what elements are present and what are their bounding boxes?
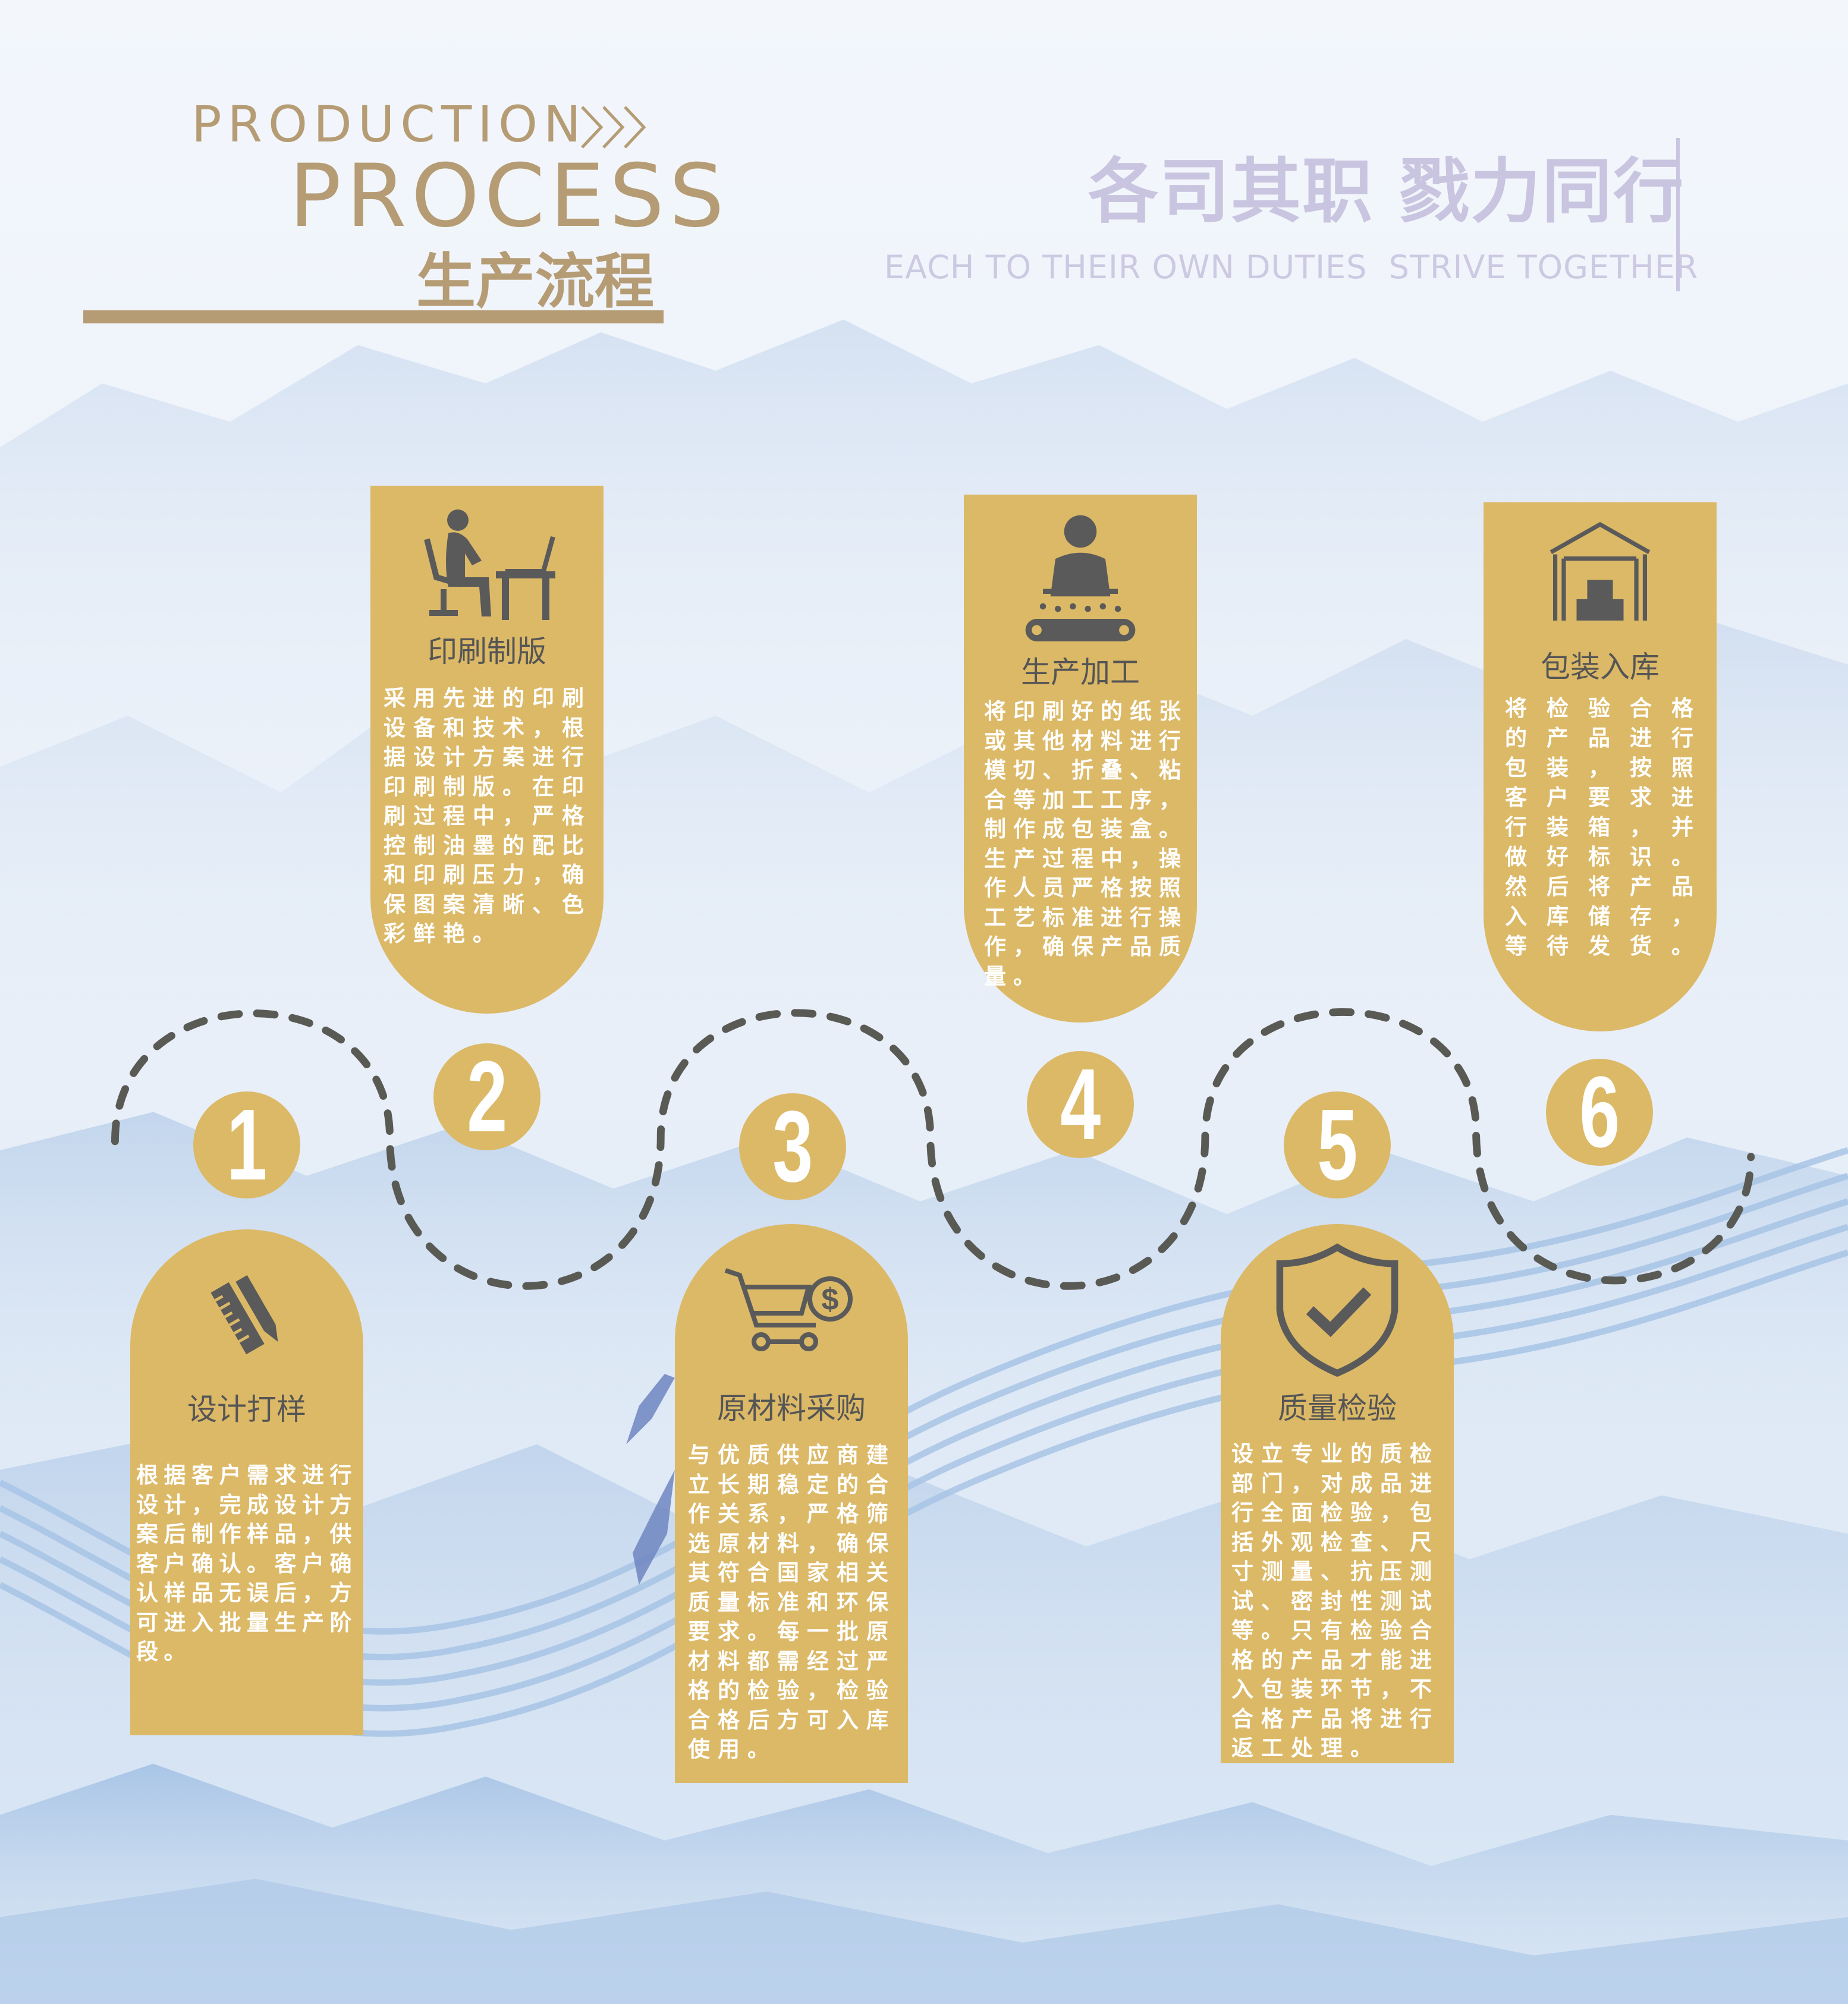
step-card-design-sample: 设计打样 根据客户需求进行设计，完成设计方案后制作样品，供客户确认。客户确认样品… bbox=[130, 1229, 363, 1735]
step-description: 与优质供应商建立长期稳定的合作关系，严格筛选原材料，确保其符合国家相关质量标准和… bbox=[688, 1442, 896, 1762]
shopping-cart-dollar-icon: $ bbox=[724, 1268, 853, 1351]
step-description: 设立专业的质检部门，对成品进行全面检验，包括外观检查、尺寸测量、抗压测试、密封性… bbox=[1231, 1441, 1440, 1761]
pencil-ruler-icon bbox=[210, 1275, 278, 1355]
step-description: 根据客户需求进行设计，完成设计方案后制作样品，供客户确认。客户确认样品无误后，方… bbox=[136, 1462, 357, 1665]
step-card-production: 生产加工 将印刷好的纸张或其他材料进行模切、折叠、粘合等加工工序，制作成包装盒。… bbox=[964, 495, 1197, 1023]
step-card-quality-inspection: 质量检验 设立专业的质检部门，对成品进行全面检验，包括外观检查、尺寸测量、抗压测… bbox=[1221, 1224, 1454, 1763]
worker-conveyor-icon bbox=[1025, 515, 1136, 641]
title-en-line1: PRODUCTION bbox=[191, 95, 587, 153]
step-number-2: 2 bbox=[433, 1043, 540, 1150]
step-card-packaging-storage: 包装入库 将检验合格的产品进行包装，按照客户要求进行装箱，并做好标识。然后将产品… bbox=[1484, 502, 1717, 1031]
person-at-desk-icon bbox=[424, 509, 555, 620]
step-card-printing-plate: 印刷制版 采用先进的印刷设备和技术，根据设计方案进行印刷制版。在印刷过程中，严格… bbox=[370, 486, 604, 1014]
step-title: 原材料采购 bbox=[717, 1391, 866, 1426]
step-number-6: 6 bbox=[1546, 1059, 1653, 1166]
step-number-text: 5 bbox=[1316, 1088, 1358, 1201]
step-number-text: 1 bbox=[226, 1088, 268, 1201]
step-number-text: 3 bbox=[772, 1090, 813, 1203]
step-title: 生产加工 bbox=[1021, 655, 1140, 690]
svg-text:$: $ bbox=[822, 1282, 839, 1317]
step-number-3: 3 bbox=[739, 1093, 846, 1200]
slogan-cn: 各司其职 戮力同行 bbox=[1088, 150, 1685, 232]
title-underline bbox=[83, 310, 664, 323]
slogan-divider bbox=[1676, 138, 1680, 291]
shield-check-icon bbox=[1276, 1243, 1398, 1377]
step-title: 印刷制版 bbox=[428, 634, 546, 669]
step-title: 质量检验 bbox=[1278, 1391, 1397, 1426]
step-number-text: 6 bbox=[1579, 1056, 1620, 1169]
step-title: 包装入库 bbox=[1541, 650, 1660, 684]
ribbon-figure bbox=[626, 1374, 675, 1585]
step-number-text: 4 bbox=[1060, 1048, 1101, 1161]
step-description: 采用先进的印刷设备和技术，根据设计方案进行印刷制版。在印刷过程中，严格控制油墨的… bbox=[384, 685, 592, 946]
title-en-production: PRODUCTION bbox=[191, 95, 587, 153]
step-description: 将印刷好的纸张或其他材料进行模切、折叠、粘合等加工工序，制作成包装盒。生产过程中… bbox=[984, 699, 1188, 989]
title-cn: 生产流程 bbox=[416, 247, 654, 316]
step-number-text: 2 bbox=[466, 1040, 508, 1153]
mountain-layer bbox=[0, 1879, 1848, 2004]
step-title: 设计打样 bbox=[187, 1392, 306, 1427]
warehouse-icon bbox=[1550, 522, 1651, 621]
slogan-en: EACH TO THEIR OWN DUTIES STRIVE TOGETHER bbox=[884, 248, 1699, 286]
step-card-material-purchase: $ 原材料采购 与优质供应商建立长期稳定的合作关系，严格筛选原材料，确保其符合国… bbox=[675, 1224, 908, 1783]
step-number-5: 5 bbox=[1284, 1091, 1391, 1198]
title-en-process: PROCESS bbox=[289, 146, 729, 247]
triple-chevron-icon bbox=[581, 106, 646, 149]
step-number-4: 4 bbox=[1027, 1051, 1134, 1158]
step-number-1: 1 bbox=[193, 1091, 300, 1198]
step-description: 将检验合格的产品进行包装，按照客户要求进行装箱，并做好标识。然后将产品入库储存，… bbox=[1505, 696, 1713, 959]
